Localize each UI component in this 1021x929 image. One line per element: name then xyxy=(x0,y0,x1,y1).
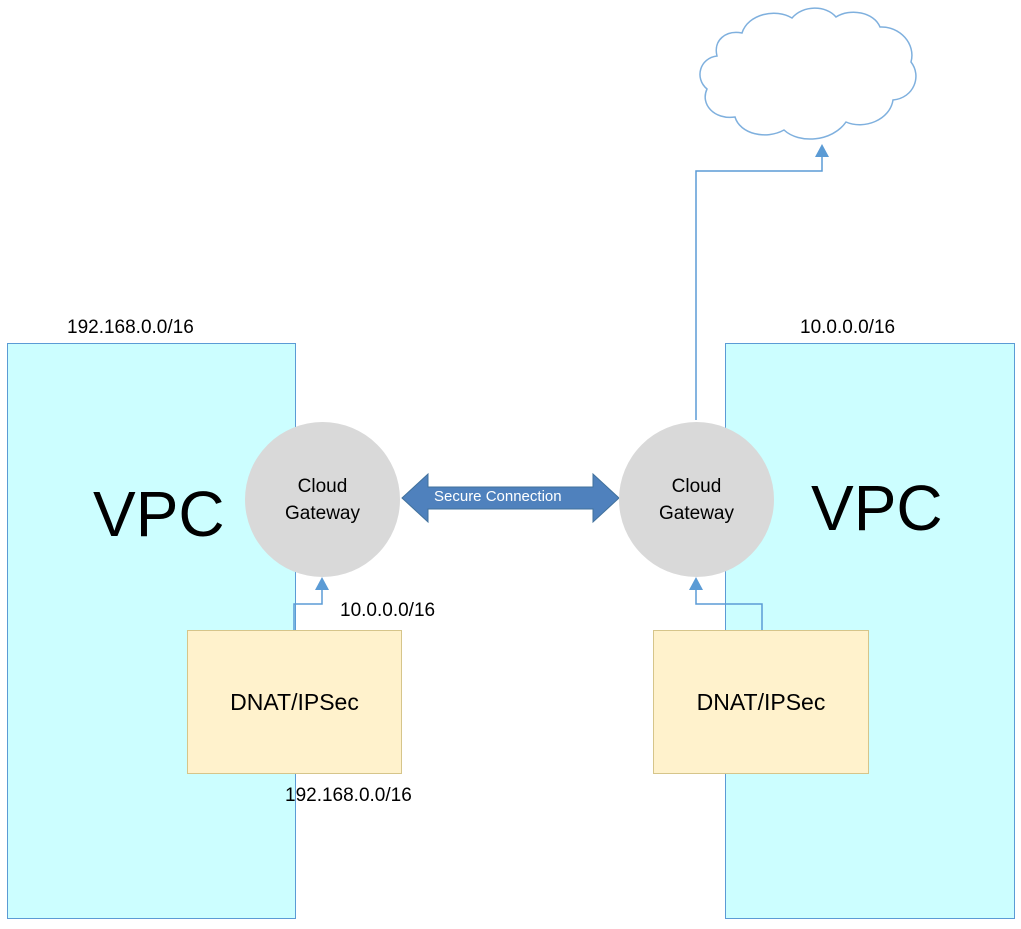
left-nat-arrowhead xyxy=(315,577,329,590)
left-nat-upstream-cidr: 10.0.0.0/16 xyxy=(340,600,436,621)
uplink-arrowhead xyxy=(815,144,829,157)
right-cloud-gateway: Cloud Gateway xyxy=(619,422,774,577)
left-cloud-gateway: Cloud Gateway xyxy=(245,422,400,577)
left-nat-uplink-line xyxy=(293,588,323,630)
right-vpc-label: VPC xyxy=(811,472,943,544)
left-gateway-line1: Cloud xyxy=(297,475,348,497)
left-nat-downstream-cidr: 192.168.0.0/16 xyxy=(285,785,412,806)
left-vpc-cidr: 192.168.0.0/16 xyxy=(67,317,194,338)
right-gateway-line1: Cloud xyxy=(671,475,722,497)
right-dnat-label: DNAT/IPSec xyxy=(696,688,826,715)
left-dnat-ipsec-box: DNAT/IPSec xyxy=(187,630,402,774)
left-dnat-label: DNAT/IPSec xyxy=(230,688,359,715)
right-gateway-line2: Gateway xyxy=(659,502,734,524)
left-vpc-label: VPC xyxy=(93,478,225,550)
right-dnat-ipsec-box: DNAT/IPSec xyxy=(653,630,869,774)
left-gateway-line2: Gateway xyxy=(285,502,360,524)
right-vpc-cidr: 10.0.0.0/16 xyxy=(800,317,896,338)
secure-connection-label: Secure Connection xyxy=(434,488,562,505)
internet-cloud-icon xyxy=(699,7,917,140)
right-nat-arrowhead xyxy=(689,577,703,590)
